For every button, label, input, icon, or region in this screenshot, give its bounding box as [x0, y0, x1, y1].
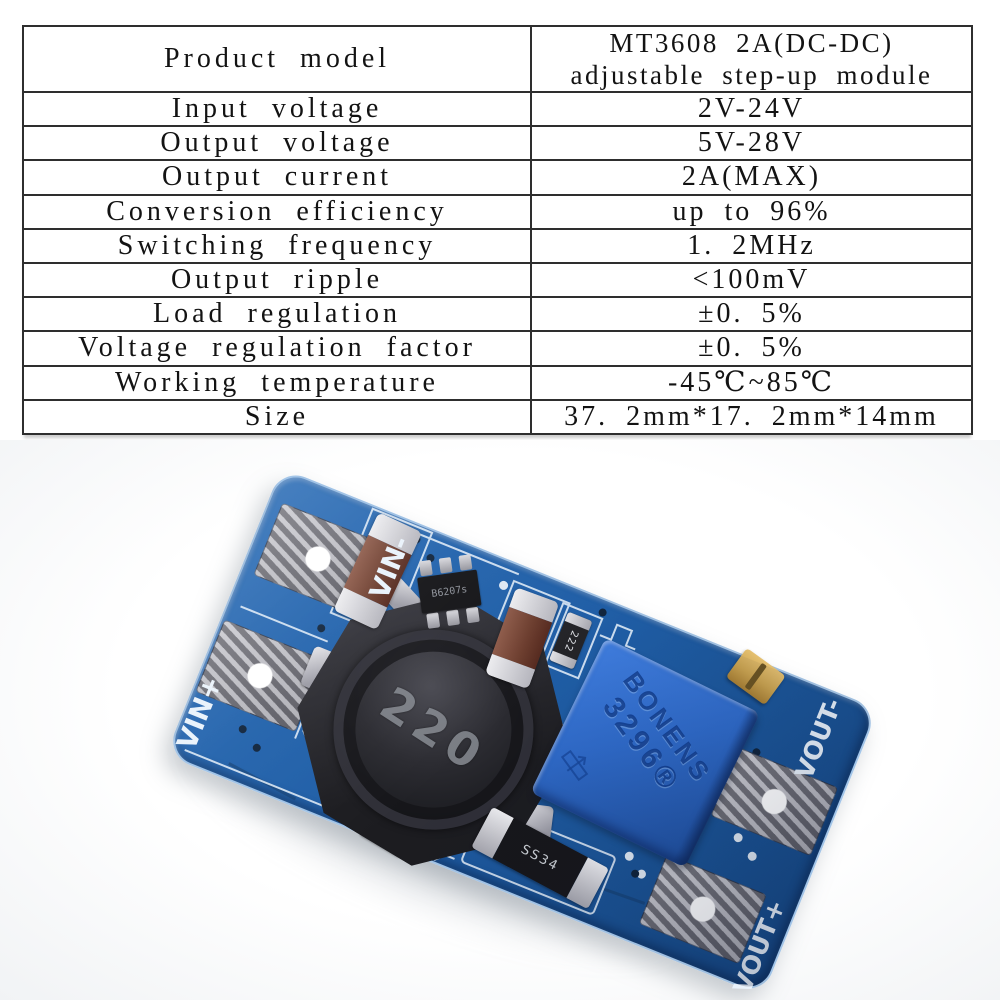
spec-row: Product model MT3608 2A(DC-DC) adjustabl… — [22, 25, 973, 93]
trimpot-3296: BONENS 3296® — [530, 637, 761, 868]
potentiometer-symbol-icon — [560, 749, 589, 782]
spec-value-cell: up to 96% — [530, 193, 973, 230]
spec-value-cell: 37. 2mm*17. 2mm*14mm — [530, 398, 973, 435]
spec-row: Output current 2A(MAX) — [22, 159, 973, 196]
spec-value-line: MT3608 2A(DC-DC) — [609, 28, 894, 58]
spec-label-cell: Output voltage — [22, 125, 532, 162]
product-photo: VIN- VIN+ VOUT- VOUT+ 220 — [0, 440, 1000, 1000]
spec-table: Product model MT3608 2A(DC-DC) adjustabl… — [22, 25, 973, 435]
spec-label-cell: Conversion efficiency — [22, 193, 532, 230]
diode-marking: SS34 — [518, 841, 562, 875]
spec-value-cell: ±0. 5% — [530, 330, 973, 367]
spec-label-cell: Working temperature — [22, 364, 532, 401]
ic-lead — [426, 612, 441, 629]
spec-value-line: adjustable step-up module — [570, 60, 933, 90]
pcb-board: VIN- VIN+ VOUT- VOUT+ 220 — [165, 467, 879, 997]
spec-row: Size 37. 2mm*17. 2mm*14mm — [22, 398, 973, 435]
ic-lead — [418, 559, 433, 577]
spec-value-cell: -45℃~85℃ — [530, 364, 973, 401]
ic-lead — [458, 554, 473, 571]
spec-label-cell: Output ripple — [22, 261, 532, 299]
spec-label-cell: Input voltage — [22, 90, 532, 128]
spec-row: Output ripple <100mV — [22, 261, 973, 299]
spec-value-cell: 2V-24V — [530, 90, 973, 128]
spec-row: Switching frequency 1. 2MHz — [22, 227, 973, 264]
spec-row: Input voltage 2V-24V — [22, 90, 973, 128]
spec-value-cell: MT3608 2A(DC-DC) adjustable step-up modu… — [530, 25, 973, 93]
spec-label-cell: Load regulation — [22, 296, 532, 333]
spec-value-cell: <100mV — [530, 261, 973, 299]
trimpot-marking: BONENS 3296® — [590, 666, 717, 807]
spec-label-cell: Product model — [22, 25, 532, 93]
spec-label-cell: Output current — [22, 159, 532, 196]
ic-lead — [438, 557, 453, 574]
ic-chip: B6207s — [412, 549, 486, 633]
ic-lead — [446, 609, 460, 627]
spec-row: Working temperature -45℃~85℃ — [22, 364, 973, 401]
spec-row: Output voltage 5V-28V — [22, 125, 973, 162]
spec-row: Conversion efficiency up to 96% — [22, 193, 973, 230]
resistor-marking: 222 — [561, 628, 581, 653]
spec-row: Load regulation ±0. 5% — [22, 296, 973, 333]
spec-value-cell: 1. 2MHz — [530, 227, 973, 264]
spec-label-cell: Voltage regulation factor — [22, 330, 532, 367]
spec-value-cell: 2A(MAX) — [530, 159, 973, 196]
spec-label-cell: Size — [22, 398, 532, 435]
spec-value-cell: 5V-28V — [530, 125, 973, 162]
ic-lead — [465, 606, 480, 624]
spec-value-cell: ±0. 5% — [530, 296, 973, 333]
ic-marking: B6207s — [430, 583, 468, 600]
spec-row: Voltage regulation factor ±0. 5% — [22, 330, 973, 367]
inductor-marking: 220 — [370, 675, 496, 784]
spec-label-cell: Switching frequency — [22, 227, 532, 264]
